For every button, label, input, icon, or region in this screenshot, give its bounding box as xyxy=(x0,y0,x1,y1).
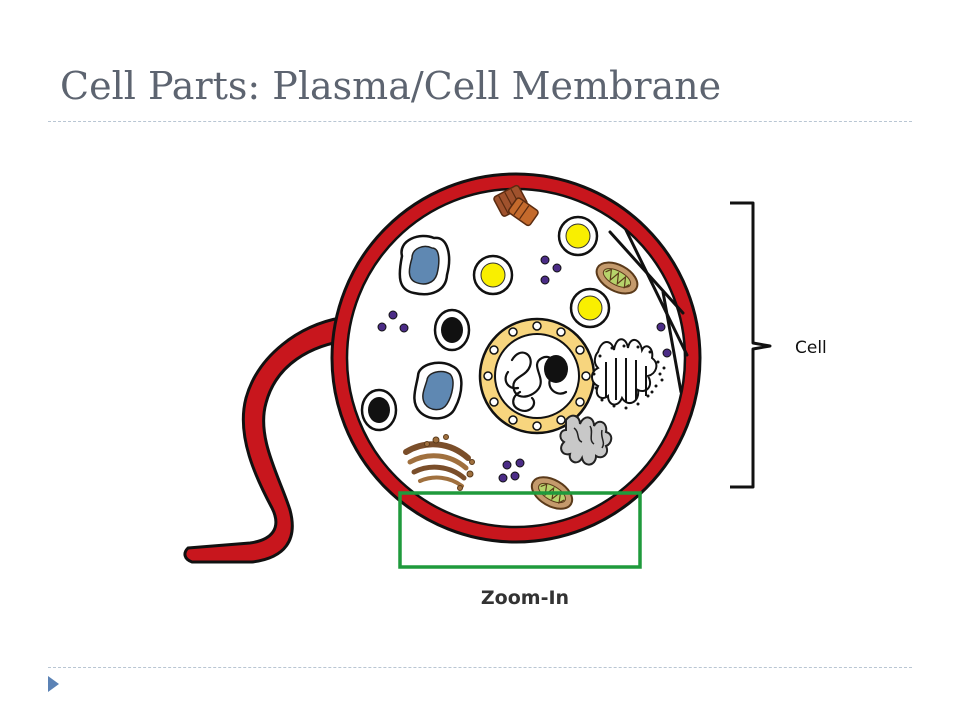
cell-bracket xyxy=(730,201,772,489)
footer-divider xyxy=(48,667,912,668)
nucleolus xyxy=(544,355,568,383)
yellow-vesicle-3 xyxy=(569,287,611,329)
slide-title: Cell Parts: Plasma/Cell Membrane xyxy=(60,64,722,108)
vacuole-lower xyxy=(413,361,463,420)
yellow-vesicle-1 xyxy=(557,215,599,257)
free-ribosomes xyxy=(377,255,672,483)
nuclear-pores xyxy=(483,321,591,431)
smooth-er xyxy=(559,414,613,466)
cell-label: Cell xyxy=(795,338,827,358)
rough-er xyxy=(591,338,666,410)
cytoskeleton-filaments xyxy=(608,228,689,394)
title-divider xyxy=(48,121,912,122)
nucleus xyxy=(478,317,596,435)
centrioles xyxy=(493,184,539,227)
flagellum xyxy=(183,316,352,564)
mitochondrion-upper xyxy=(595,261,639,295)
golgi-apparatus xyxy=(403,434,475,491)
zoom-in-box xyxy=(398,491,642,569)
vacuole-upper xyxy=(398,234,451,296)
black-vesicle-bottom xyxy=(360,388,398,432)
zoom-in-label: Zoom-In xyxy=(481,587,569,609)
yellow-vesicle-2 xyxy=(472,254,514,296)
black-vesicle-left xyxy=(433,308,471,352)
triangle-right-icon[interactable] xyxy=(48,676,59,692)
